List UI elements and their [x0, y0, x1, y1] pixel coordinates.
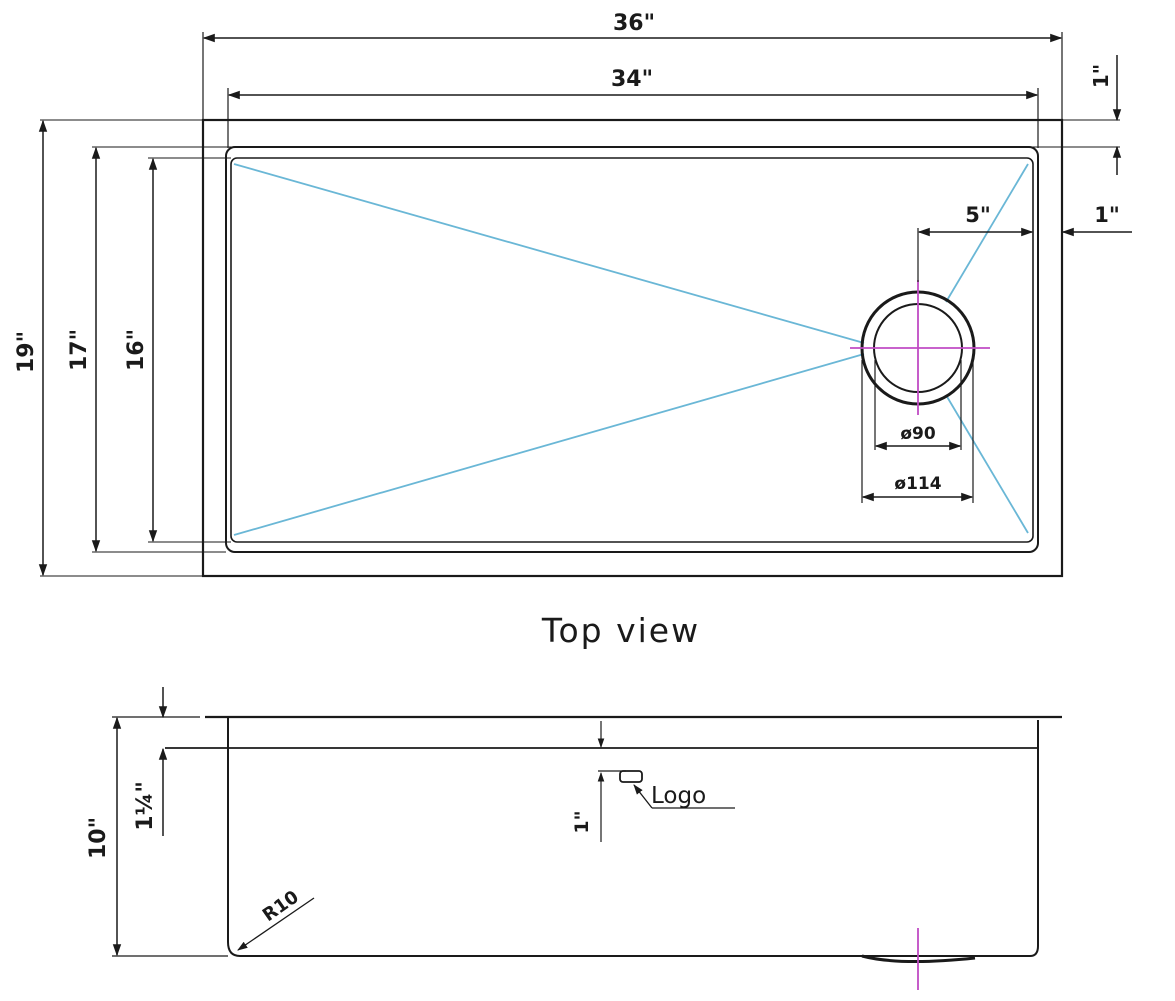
dim-drain-inner: ø90 — [900, 424, 936, 444]
dim-height-10: 10" — [86, 817, 111, 859]
side-drain-bottom — [861, 954, 976, 964]
top-view-title: Top view — [541, 611, 700, 650]
dim-right-1: 1" — [1094, 203, 1120, 227]
dim-overall-width: 36" — [613, 11, 655, 36]
logo-label: Logo — [651, 783, 706, 809]
dim-depth-16: 16" — [124, 329, 149, 371]
dim-drain-outer: ø114 — [894, 474, 941, 494]
dim-logo-offset: 1" — [571, 810, 593, 833]
dim-depth-17: 17" — [67, 329, 92, 371]
dim-bowl-width: 34" — [611, 67, 653, 92]
top-view: 36" 34" 19" 17" 16" 1" — [14, 11, 1132, 650]
bowl-floor — [230, 157, 1034, 543]
dim-overall-depth: 19" — [14, 331, 39, 373]
dim-drain-offset: 5" — [965, 203, 991, 227]
logo-plate — [619, 770, 643, 783]
drain — [850, 280, 990, 415]
side-view: 10" 1¼" 1" Logo R10 — [86, 687, 1062, 990]
dim-ledge: 1¼" — [133, 781, 158, 831]
dim-flange-1: 1" — [1089, 64, 1113, 88]
